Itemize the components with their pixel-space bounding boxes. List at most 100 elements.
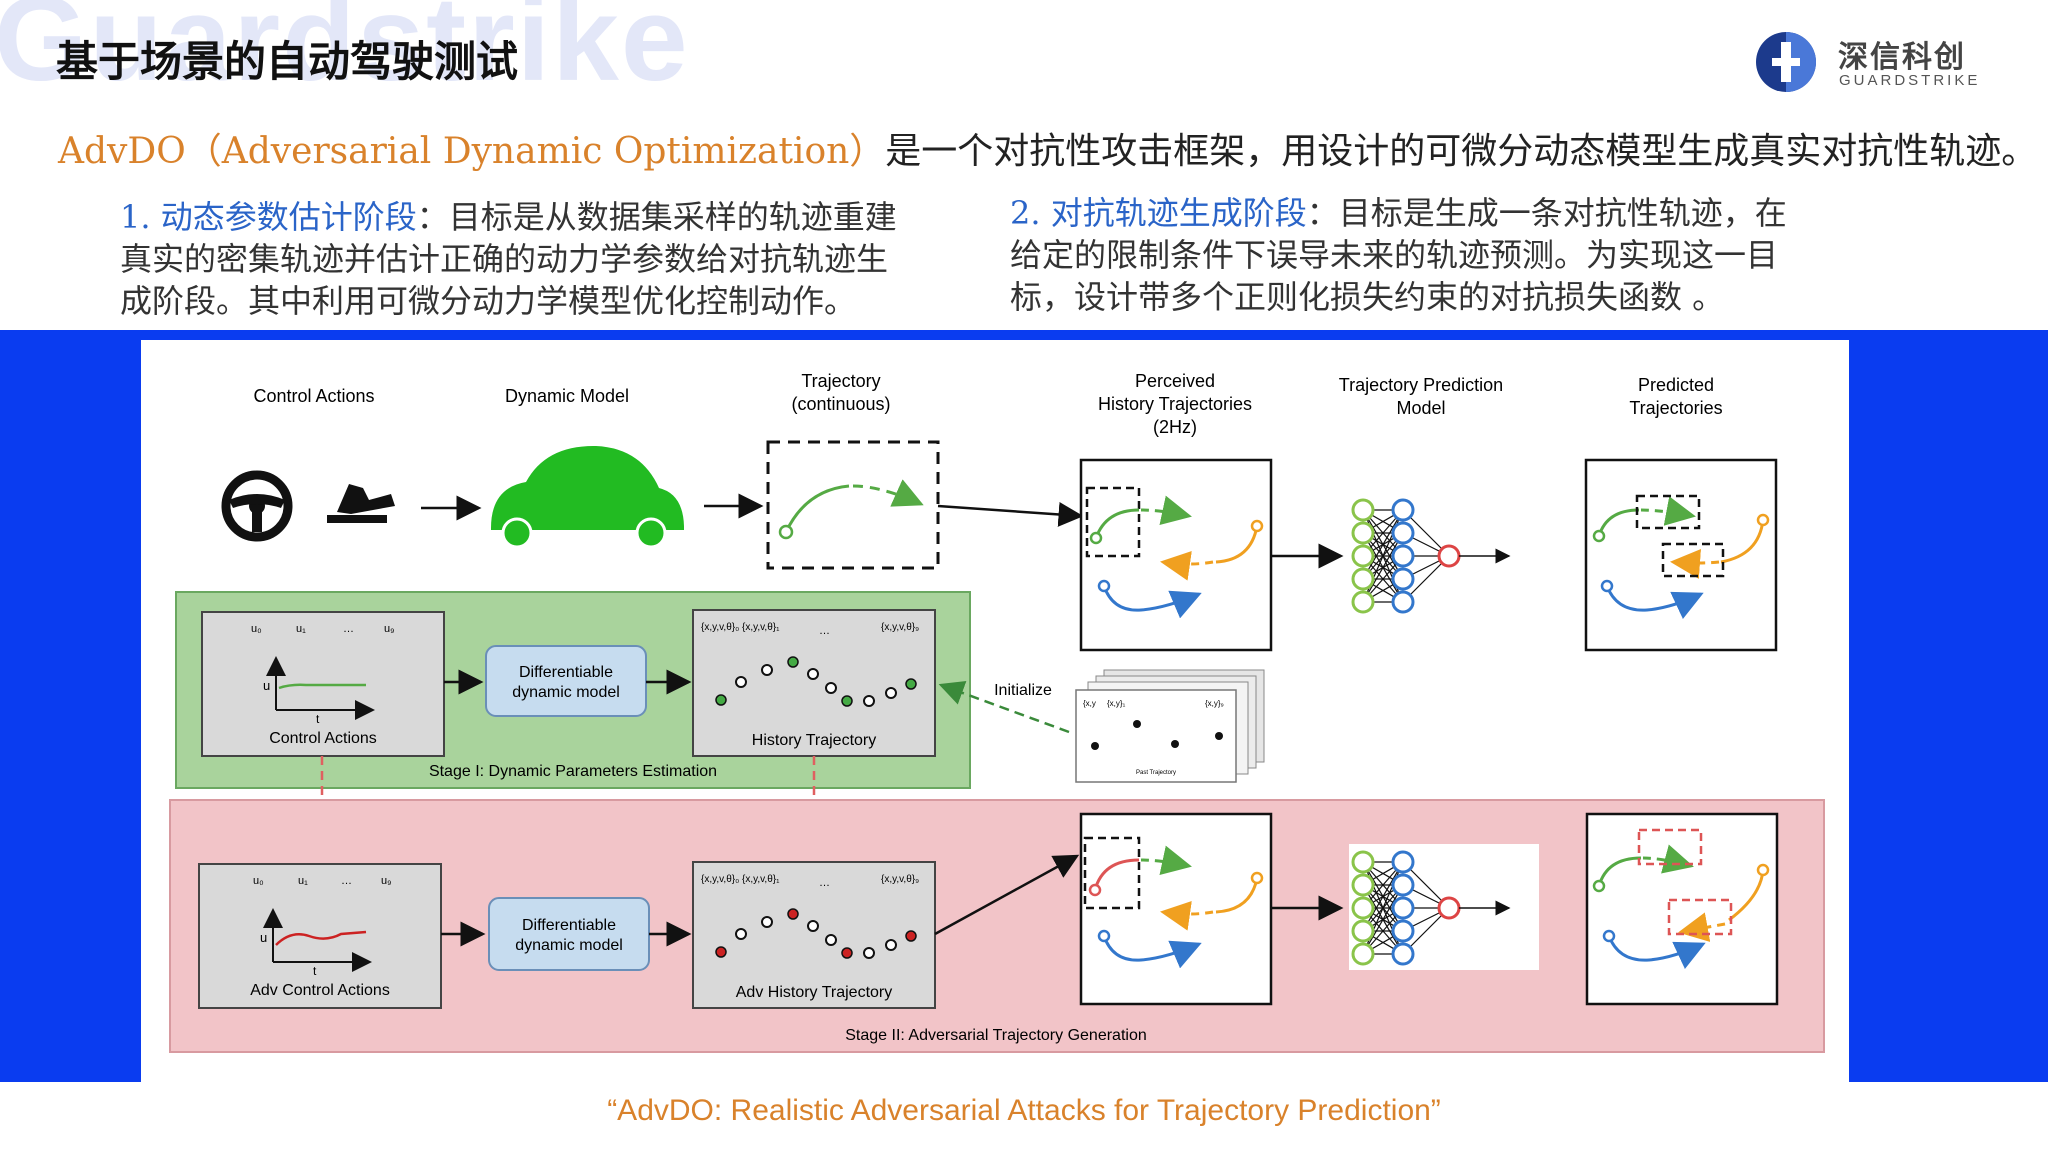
stage1-diff-model-1: Differentiable [519,664,613,681]
stage1-control-curve [278,683,366,690]
intro-rest: 是一个对抗性攻击框架，用设计的可微分动态模型生成真实对抗性轨迹。 [885,131,2038,172]
adv-perceived-box [1079,812,1273,1006]
stage1-diff-model-box [485,645,647,717]
stage2-line1: ：目标是生成一条对抗性轨迹，在 [1306,194,1787,232]
col-header-trajectory-1: Trajectory [801,371,880,391]
past-xy1: {x,y}₁ [1107,699,1126,708]
stage1-description: 1. 动态参数估计阶段：目标是从数据集采样的轨迹重建 真实的密集轨迹并估计正确的… [120,196,960,322]
predicted-orange-box [1661,542,1725,578]
stage1-label: Stage I: Dynamic Parameters Estimation [429,763,717,780]
stage2-line2: 给定的限制条件下误导未来的轨迹预测。为实现这一目 [1010,236,1779,274]
stage2-u-label: u [260,930,267,945]
stage2-uT: u₉ [381,875,391,887]
adv-predicted-blue-path [1607,935,1706,970]
predicted-orange-dash [1670,548,1720,579]
predicted-green-start [1592,529,1606,543]
stage2-arrow-to-perceived [934,854,1080,936]
trajectory-dashed-curve [852,479,924,507]
stage1-history-box [692,609,936,757]
stage1-heading: 1. 动态参数估计阶段 [120,198,417,236]
stage2-control-actions-label: Adv Control Actions [250,982,390,999]
pedal-foot-icon [327,484,395,523]
stage1-uT: u₉ [384,623,394,635]
col-header-perceived-2: History Trajectories [1098,394,1252,414]
steering-wheel-icon [221,470,293,542]
adv-perceived-orange-start [1250,871,1264,885]
perceived-green-start [1089,531,1103,545]
stage2-u1: u₁ [298,875,308,887]
stage2-control-actions-box [198,863,442,1009]
intro-highlight: AdvDO（Adversarial Dynamic Optimization） [58,131,886,172]
stage1-line1: ：目标是从数据集采样的轨迹重建 [416,198,897,236]
adv-perceived-blue-start [1097,929,1111,943]
adv-predicted-red-box-1 [1637,828,1703,866]
adv-perceived-orange-dash [1160,900,1214,931]
stage2-history-label: Adv History Trajectory [736,984,892,1001]
logo-mark-icon [1756,32,1816,92]
adv-predicted-box [1585,812,1779,1006]
stage2-t-label: t [313,964,317,978]
adv-perceived-blue-path [1102,935,1202,969]
past-xy0: {x,y [1083,699,1096,708]
stage2-state0: {x,y,v,θ}₀ {x,y,v,θ}₁ [701,874,780,885]
figure-panel: Control Actions Dynamic Model Trajectory… [141,340,1849,1082]
adv-predicted-red-box-2 [1667,898,1733,936]
predicted-blue-start [1600,579,1614,593]
col-header-pred-model-2: Model [1396,398,1445,418]
perceived-blue-path [1102,585,1202,619]
trajectory-start-point [778,524,794,540]
stage1-udots: … [343,623,354,635]
stage1-history-label: History Trajectory [752,732,876,749]
stage2-description: 2. 对抗轨迹生成阶段：目标是生成一条对抗性轨迹，在 给定的限制条件下误导未来的… [1010,192,1890,318]
past-trajectory-card [1075,689,1237,783]
stage2-u0: u₀ [253,875,264,887]
col-header-control: Control Actions [253,386,374,406]
citation: “AdvDO: Realistic Adversarial Attacks fo… [607,1094,1441,1127]
past-xyT: {x,y}₉ [1205,699,1224,708]
trajectory-continuous-box [766,440,940,570]
adv-perceived-highlight [1083,836,1141,910]
intro-text: AdvDO（Adversarial Dynamic Optimization）是… [58,122,2037,174]
stage1-u1: u₁ [296,623,306,635]
past-point-4 [1215,732,1223,740]
stage1-stateT: {x,y,v,θ}₉ [881,622,919,633]
stage2-line3: 标，设计带多个正则化损失约束的对抗损失函数 。 [1010,278,1725,316]
past-trajectory-label: Past Trajectory [1136,770,1176,776]
stage2-heading: 2. 对抗轨迹生成阶段 [1010,194,1307,232]
perceived-orange-start [1250,519,1264,533]
advdo-diagram: Control Actions Dynamic Model Trajectory… [169,371,1825,1053]
adv-predicted-orange-dash [1678,912,1726,942]
stage1-diff-model-2: dynamic model [512,684,620,701]
predicted-green-box [1635,494,1701,530]
perceived-green-dash [1140,495,1192,526]
adv-perceived-green-dash [1140,845,1192,876]
stage1-history-points [715,656,917,707]
stage2-panel [169,799,1825,1053]
page-title: 基于场景的自动驾驶测试 [56,37,519,86]
stage1-state-dots: … [819,625,830,637]
predicted-trajectories-box [1584,458,1778,652]
col-header-dynamic: Dynamic Model [505,386,629,406]
stage1-t-label: t [316,712,320,726]
stage2-stateT: {x,y,v,θ}₉ [881,874,919,885]
stage2-history-box [692,861,936,1009]
stage2-control-curve [275,930,367,946]
stage1-line3: 成阶段。其中利用可微分动力学模型优化控制动作。 [120,282,857,320]
stage2-udots: … [341,875,352,887]
stage1-u0: u₀ [251,623,262,635]
predicted-green-dash [1640,496,1696,526]
col-header-perceived-1: Perceived [1135,371,1215,391]
watermark: Guardstrike [0,0,690,106]
perceived-orange-dash [1160,550,1214,581]
col-header-predicted-2: Trajectories [1629,398,1722,418]
stage2-label: Stage II: Adversarial Trajectory Generat… [845,1027,1146,1044]
stage1-u-label: u [263,678,270,693]
logo-cn-text: 深信科创 [1838,40,1966,75]
perceived-history-highlight [1085,486,1141,558]
stage1-state0: {x,y,v,θ}₀ {x,y,v,θ}₁ [701,622,780,633]
predicted-orange-start [1756,513,1770,527]
perceived-blue-start [1097,579,1111,593]
adv-predicted-blue-start [1602,929,1616,943]
predicted-blue-path [1605,585,1704,620]
predicted-orange-path [1720,519,1765,564]
